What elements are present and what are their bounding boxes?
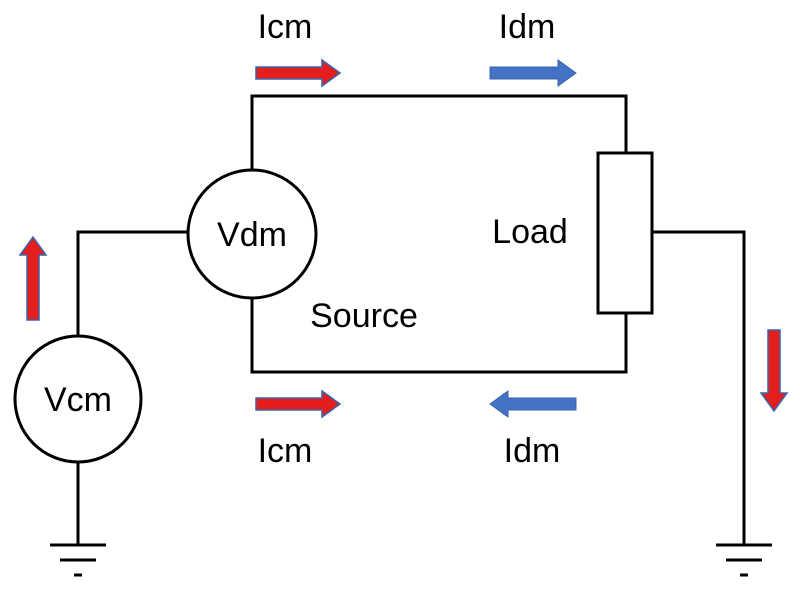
load-ground-wire xyxy=(652,230,746,545)
vdm-source-circle xyxy=(186,168,318,300)
vcm-label: Vcm xyxy=(44,381,112,419)
vcm-source: Vcm xyxy=(13,334,143,464)
vdm-source: Vdm xyxy=(186,168,318,300)
icm-bottom-label: Icm xyxy=(258,432,313,470)
load-resistor xyxy=(596,151,654,315)
source-label: Source xyxy=(310,297,418,335)
top-conductor xyxy=(250,94,628,170)
icm-top-label: Icm xyxy=(258,8,313,46)
idm-bottom-arrow xyxy=(489,390,577,418)
icm-vertical-up-arrow xyxy=(18,235,48,321)
icm-vertical-down-arrow xyxy=(759,329,789,413)
idm-bottom-label: Idm xyxy=(504,432,561,470)
load-label: Load xyxy=(492,213,568,251)
icm-bottom-arrow xyxy=(255,389,342,419)
ground-symbol-left xyxy=(50,543,106,577)
common-mode-link xyxy=(76,230,190,336)
circuit-wires xyxy=(76,94,746,545)
ground-symbol-right xyxy=(716,543,772,577)
vdm-label: Vdm xyxy=(217,216,287,254)
idm-top-arrow xyxy=(489,59,577,87)
icm-top-arrow xyxy=(255,58,342,88)
idm-top-label: Idm xyxy=(499,8,556,46)
vcm-source-circle xyxy=(13,334,143,464)
bottom-conductor xyxy=(250,298,628,374)
